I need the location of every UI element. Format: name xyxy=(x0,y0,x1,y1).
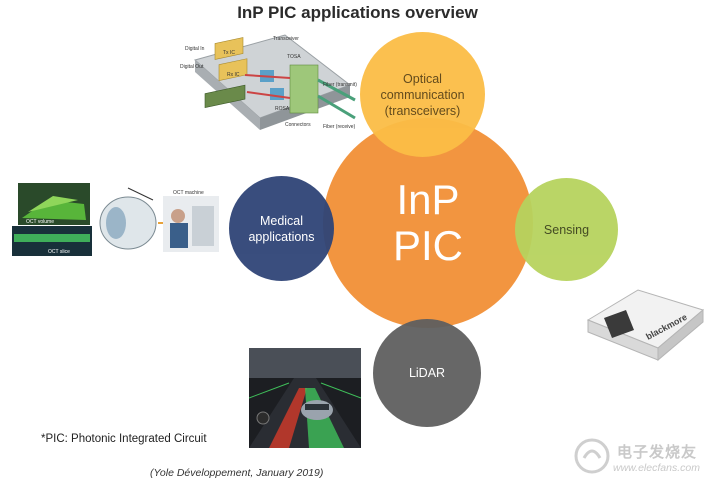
circle-medical-applications: Medical applications xyxy=(229,176,334,281)
label-digital-in: Digital In xyxy=(185,46,205,52)
circle-optical-label: Optical communication (transceivers) xyxy=(380,71,465,118)
watermark-logo-icon xyxy=(574,438,610,474)
footnote: *PIC: Photonic Integrated Circuit xyxy=(41,433,207,445)
circle-lidar: LiDAR xyxy=(373,319,481,427)
label-rx-ic: Rx IC xyxy=(227,72,240,78)
label-connectors: Connectors xyxy=(285,122,311,128)
blackmore-device: blackmore xyxy=(586,289,705,362)
circle-optical-communication: Optical communication (transceivers) xyxy=(360,32,485,157)
page-title: InP PIC applications overview xyxy=(237,3,478,22)
label-tx-ic: Tx IC xyxy=(223,50,235,56)
label-rosa: ROSA xyxy=(275,106,290,112)
circle-sensing: Sensing xyxy=(515,178,618,281)
label-oct-slice: OCT slice xyxy=(48,249,70,255)
watermark-text: 电子发烧友 xyxy=(617,444,698,461)
label-digital-out: Digital Out xyxy=(180,64,204,70)
label-fiber-receive: Fiber (receive) xyxy=(323,124,356,130)
source-citation: (Yole Développement, January 2019) xyxy=(150,467,324,479)
circle-medical-label: Medical applications xyxy=(248,213,315,244)
circle-inp-pic-label: InP PIC xyxy=(392,176,463,269)
label-tosa: TOSA xyxy=(287,54,301,60)
watermark-url: www.elecfans.com xyxy=(613,462,700,474)
label-oct-machine: OCT machine xyxy=(173,190,204,196)
circle-sensing-label: Sensing xyxy=(543,222,590,237)
lidar-car-scene xyxy=(249,348,361,448)
oct-illustration: OCT volume OCT slice OCT machine xyxy=(12,183,219,256)
label-transceiver: Transceiver xyxy=(273,36,299,42)
transceiver-illustration: Transceiver Digital In Digital Out Tx IC… xyxy=(180,34,357,130)
label-fiber-transmit: Fiber (transmit) xyxy=(323,82,357,88)
label-oct-volume: OCT volume xyxy=(26,219,54,225)
circle-lidar-label: LiDAR xyxy=(408,366,446,380)
